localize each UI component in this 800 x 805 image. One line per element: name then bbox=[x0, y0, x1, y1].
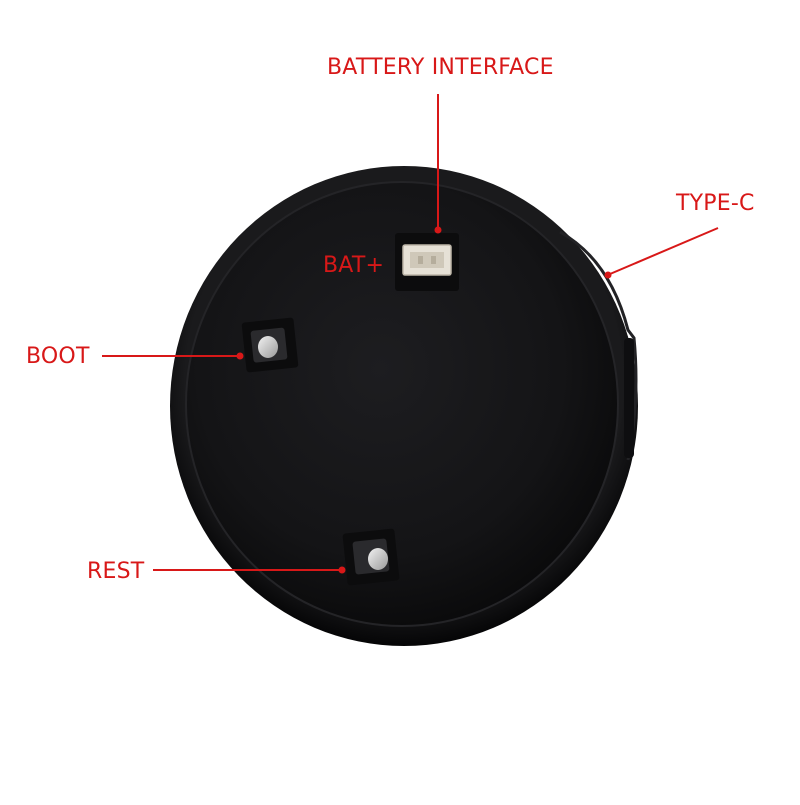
type-c-port-slot bbox=[624, 338, 634, 458]
device-face bbox=[186, 182, 618, 626]
battery-connector-pin bbox=[418, 256, 423, 264]
rest-button bbox=[342, 528, 400, 586]
type-c-leader-line bbox=[609, 227, 719, 275]
battery-connector-socket bbox=[410, 252, 444, 268]
rest-label: REST bbox=[87, 559, 145, 584]
annotation-leaders bbox=[102, 94, 719, 574]
battery-interface-leader-dot bbox=[434, 226, 442, 234]
type-c-leader-dot bbox=[604, 271, 612, 279]
device-inner-ring bbox=[185, 181, 619, 627]
boot-button bbox=[241, 317, 299, 373]
rest-leader-dot bbox=[338, 566, 346, 574]
boot-button-cap bbox=[258, 336, 278, 358]
boot-leader-dot bbox=[236, 352, 244, 360]
battery-connector bbox=[395, 233, 459, 291]
battery-connector-pin bbox=[431, 256, 436, 264]
boot-label: BOOT bbox=[26, 344, 90, 369]
battery-interface-label: BATTERY INTERFACE bbox=[327, 55, 554, 80]
type-c-label: TYPE-C bbox=[676, 191, 755, 216]
rest-button-cap bbox=[368, 548, 388, 570]
device-body bbox=[170, 166, 638, 646]
bat-plus-label: BAT+ bbox=[323, 253, 385, 278]
